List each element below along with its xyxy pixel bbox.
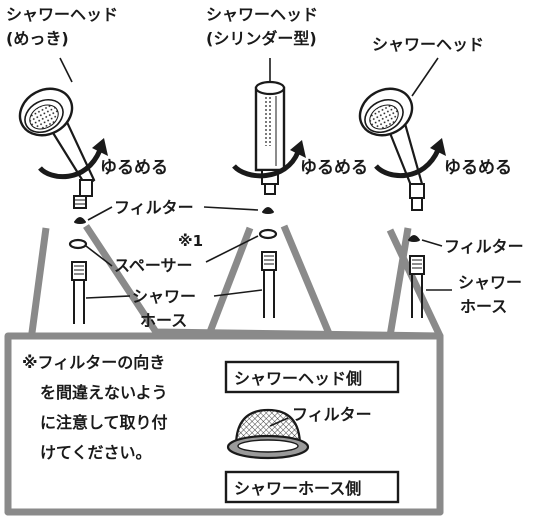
label-hose-right-line2: ホース xyxy=(460,297,507,316)
loosen-arrow-right xyxy=(374,138,446,179)
label-note-marker: ※1 xyxy=(178,232,203,250)
filter-left xyxy=(74,217,86,224)
leader-lines xyxy=(59,57,452,427)
label-filter-top: フィルター xyxy=(114,198,194,217)
notice-line-2: を間違えないよう xyxy=(40,383,168,402)
loosen-arrow-left xyxy=(38,138,108,180)
shower-head-mekki xyxy=(18,87,96,209)
notice-line-4: けてください。 xyxy=(40,443,152,462)
detail-head-side: シャワーヘッド側 xyxy=(234,369,362,388)
hose-left xyxy=(71,261,87,324)
detail-hose-side: シャワーホース側 xyxy=(234,479,361,498)
hose-right xyxy=(409,255,425,318)
notice-line-1: ※フィルターの向き xyxy=(22,353,165,372)
spacer-left xyxy=(68,238,88,250)
label-head-mekki-line1: シャワーヘッド xyxy=(6,5,118,24)
label-head-cylinder-line2: (シリンダー型) xyxy=(206,29,317,48)
label-head-cylinder-line1: シャワーヘッド xyxy=(206,5,318,24)
label-head-right: シャワーヘッド xyxy=(372,35,484,54)
head-side-box xyxy=(224,360,400,394)
label-hose-right-line1: シャワー xyxy=(458,273,522,292)
filter-right xyxy=(408,235,420,242)
label-hose-center-line2: ホース xyxy=(140,311,187,330)
label-hose-center-line1: シャワー xyxy=(132,287,196,306)
label-spacer: スペーサー xyxy=(114,256,193,275)
shower-head-right xyxy=(358,87,425,211)
label-loosen-center: ゆるめる xyxy=(300,158,368,178)
shower-head-cylinder xyxy=(254,80,286,195)
label-filter-right: フィルター xyxy=(444,237,524,256)
label-loosen-right: ゆるめる xyxy=(444,158,512,178)
loosen-arrow-center xyxy=(232,140,306,179)
hose-center xyxy=(261,251,277,318)
label-loosen-left: ゆるめる xyxy=(100,158,168,178)
spacer-center xyxy=(258,228,278,240)
hose-side-box xyxy=(224,470,400,504)
notice-line-3: に注意して取り付 xyxy=(40,413,168,432)
label-head-mekki-line2: (めっき) xyxy=(6,29,69,48)
detail-filter-label: フィルター xyxy=(292,405,372,424)
filter-detail-icon xyxy=(226,408,310,460)
filter-center xyxy=(262,207,274,214)
